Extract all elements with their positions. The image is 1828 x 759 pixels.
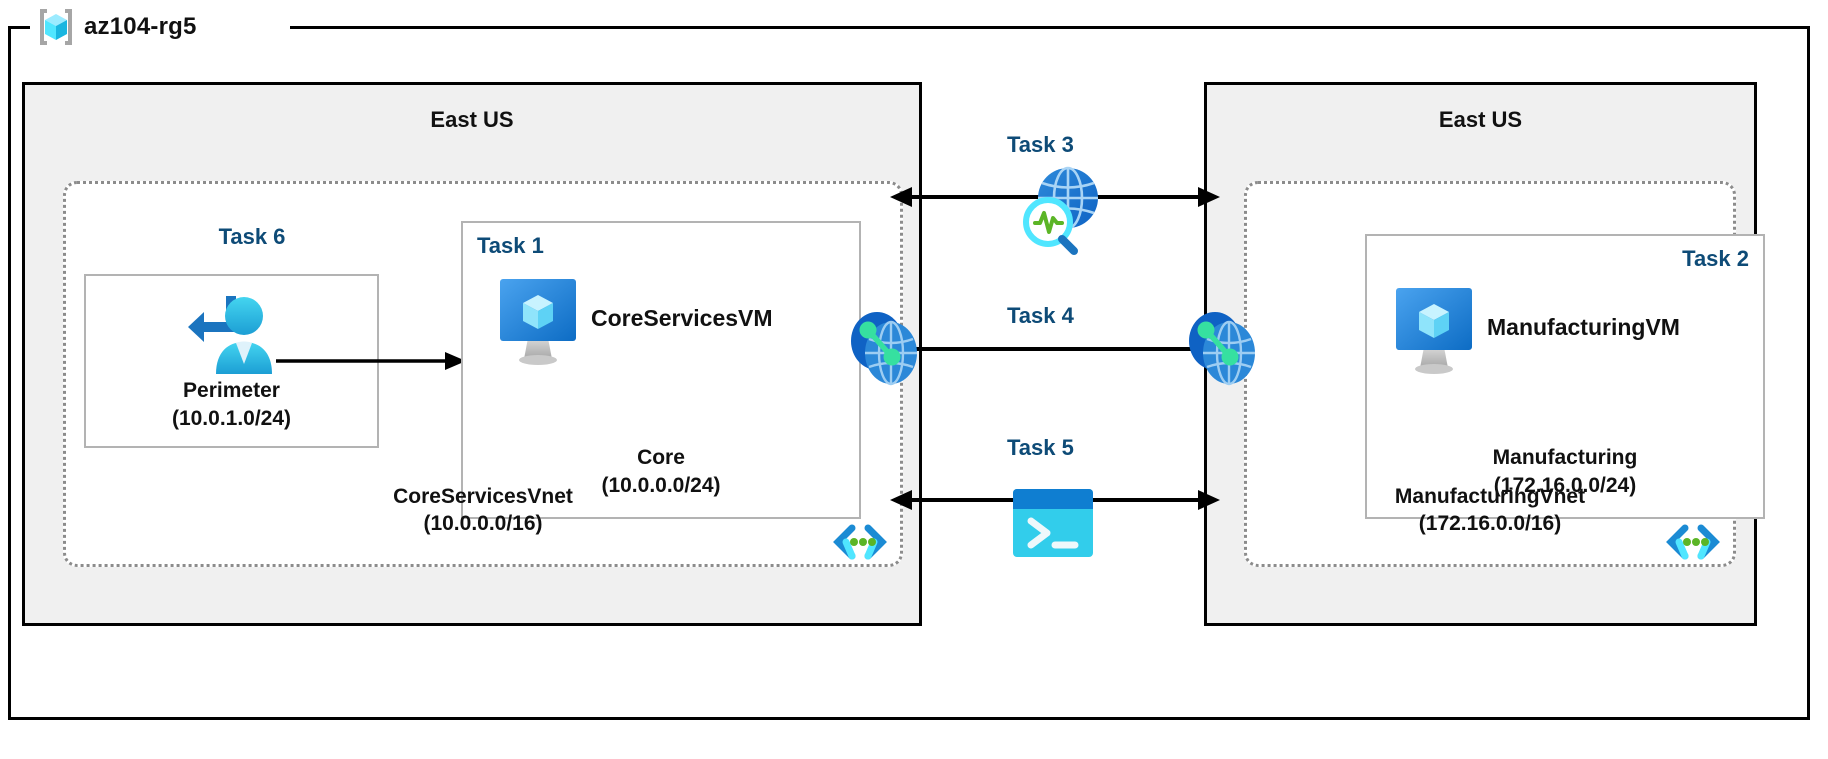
vnet-manufacturing-name: ManufacturingVnet	[1394, 485, 1586, 509]
vnet-manufacturing-cidr: (172.16.0.0/16)	[1418, 512, 1562, 536]
region-title-left: East US	[430, 107, 514, 132]
vnet-peering-icon	[1185, 307, 1263, 391]
vnet-core-caption: CoreServicesVnet (10.0.0.0/16)	[66, 484, 900, 538]
task-label-6: Task 6	[218, 224, 286, 249]
resource-group-name: az104-rg5	[84, 13, 197, 40]
region-title-right: East US	[1438, 107, 1523, 132]
subnet-brackets-icon	[832, 522, 888, 566]
resource-group-title-notch	[30, 12, 290, 42]
cloud-shell-icon	[1011, 487, 1095, 559]
user-inbound-icon	[182, 290, 282, 376]
virtual-machine-icon	[497, 275, 579, 367]
subnet-perimeter-cidr: (10.0.1.0/24)	[171, 406, 292, 430]
azure-resource-group-icon	[34, 5, 78, 49]
task4-connector-arrow	[890, 337, 1220, 361]
subnet-core-cidr: (10.0.0.0/24)	[601, 473, 721, 497]
subnet-core-caption: Core (10.0.0.0/24)	[463, 444, 859, 499]
region-east-us-right: East US Task 2	[1204, 82, 1765, 626]
subnet-manufacturing-name: Manufacturing	[1492, 446, 1638, 470]
task-label-3: Task 3	[1007, 132, 1074, 157]
task-label-2: Task 2	[1682, 246, 1749, 271]
subnet-manufacturing-caption: Manufacturing (172.16.0.0/24)	[1367, 444, 1763, 499]
perimeter-to-core-arrow	[276, 349, 471, 373]
vnet-core-name: CoreServicesVnet	[393, 485, 573, 509]
virtual-machine-icon	[1393, 284, 1475, 376]
vnet-manufacturingvnet: Task 2	[1244, 181, 1765, 567]
task-label-4: Task 4	[1007, 303, 1074, 328]
subnet-perimeter-caption: Perimeter (10.0.1.0/24)	[86, 377, 377, 432]
network-watcher-icon	[1018, 160, 1110, 255]
vm-name-manufacturingvm: ManufacturingVM	[1487, 314, 1680, 340]
subnet-perimeter-name: Perimeter	[183, 379, 280, 403]
task-label-1: Task 1	[477, 233, 544, 258]
resource-group-container	[8, 26, 1810, 720]
subnet-core-name: Core	[637, 446, 685, 470]
vm-name-coreservicesvm: CoreServicesVM	[591, 305, 773, 331]
resource-group-title: az104-rg5	[34, 4, 197, 50]
vnet-manufacturing-caption: ManufacturingVnet (172.16.0.0/16)	[1247, 484, 1733, 538]
subnet-core: Task 1	[461, 221, 861, 519]
region-east-us-left: East US Task 6	[22, 82, 922, 626]
subnet-brackets-icon	[1665, 522, 1721, 566]
task-label-5: Task 5	[1007, 435, 1074, 460]
subnet-manufacturing: Task 2	[1365, 234, 1765, 519]
vnet-coreservicesvnet: Task 6	[63, 181, 903, 567]
subnet-manufacturing-cidr: (172.16.0.0/24)	[1493, 473, 1637, 497]
vnet-core-cidr: (10.0.0.0/16)	[423, 512, 543, 536]
vnet-peering-icon	[847, 307, 925, 391]
